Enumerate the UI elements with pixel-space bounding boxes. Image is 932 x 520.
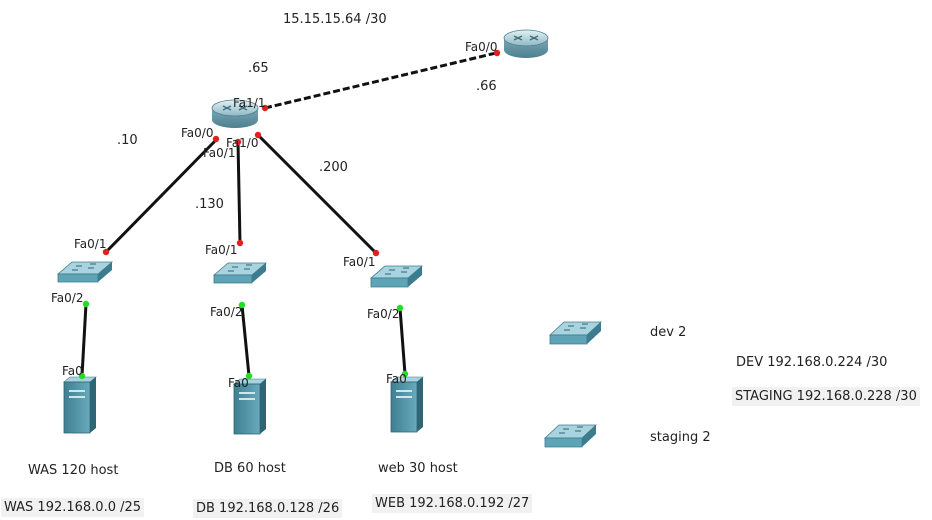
db-switch-uplink-port: Fa0/1 — [205, 243, 238, 257]
port-status-indicators — [78, 49, 501, 380]
web-network-note: WEB 192.168.0.192 /27 — [372, 494, 533, 513]
web-switch[interactable] — [369, 265, 424, 288]
was-link-ip-label: .10 — [117, 133, 138, 148]
was-switch-downlink-port: Fa0/2 — [51, 291, 84, 305]
was-switch-uplink-port: Fa0/1 — [74, 237, 107, 251]
link-was-switch-server — [80, 303, 88, 377]
link-web-switch-server — [398, 307, 407, 375]
web-link-ip-label: .200 — [319, 160, 348, 175]
web-server[interactable] — [390, 376, 424, 433]
router1-wan-ip-label: .65 — [248, 61, 269, 76]
link-router-was-switch — [104, 138, 218, 254]
dev-switch[interactable] — [548, 321, 603, 345]
db-network-note: DB 192.168.0.128 /26 — [193, 499, 343, 518]
was-switch[interactable] — [56, 261, 114, 283]
was-host-name: WAS 120 host — [28, 463, 119, 478]
db-link-ip-label: .130 — [195, 197, 224, 212]
wan-link — [264, 51, 497, 110]
router1-port-fa0-0: Fa0/0 — [181, 126, 214, 140]
router2-wan-ip-label: .66 — [476, 79, 497, 94]
staging-switch-name: staging 2 — [650, 430, 711, 445]
router1-port-fa1-1: Fa1/1 — [233, 96, 266, 110]
staging-network-note: STAGING 192.168.0.228 /30 — [732, 387, 920, 406]
staging-switch[interactable] — [543, 424, 598, 448]
wan-subnet-label: 15.15.15.64 /30 — [283, 12, 387, 27]
dev-switch-name: dev 2 — [650, 325, 687, 340]
router-1[interactable] — [211, 99, 259, 128]
db-server[interactable] — [233, 378, 267, 435]
web-switch-uplink-port: Fa0/1 — [343, 255, 376, 269]
web-switch-downlink-port: Fa0/2 — [367, 307, 400, 321]
router1-port-fa0-1: Fa0/1 — [203, 146, 236, 160]
link-db-switch-server — [240, 304, 251, 377]
db-switch-downlink-port: Fa0/2 — [210, 305, 243, 319]
dev-network-note: DEV 192.168.0.224 /30 — [736, 355, 888, 370]
router1-port-fa1-0: Fa1/0 — [226, 136, 259, 150]
router2-port-fa0-0: Fa0/0 — [465, 40, 498, 54]
was-server[interactable] — [63, 376, 97, 434]
db-server-port: Fa0 — [228, 376, 249, 390]
link-router-db-switch — [236, 141, 242, 244]
link-router-web-switch — [256, 133, 378, 255]
router-2[interactable] — [503, 29, 549, 58]
was-network-note: WAS 192.168.0.0 /25 — [1, 498, 145, 517]
web-host-name: web 30 host — [378, 461, 458, 476]
web-server-port: Fa0 — [386, 372, 407, 386]
db-switch[interactable] — [212, 262, 268, 284]
db-host-name: DB 60 host — [214, 461, 286, 476]
was-server-port: Fa0 — [62, 364, 83, 378]
